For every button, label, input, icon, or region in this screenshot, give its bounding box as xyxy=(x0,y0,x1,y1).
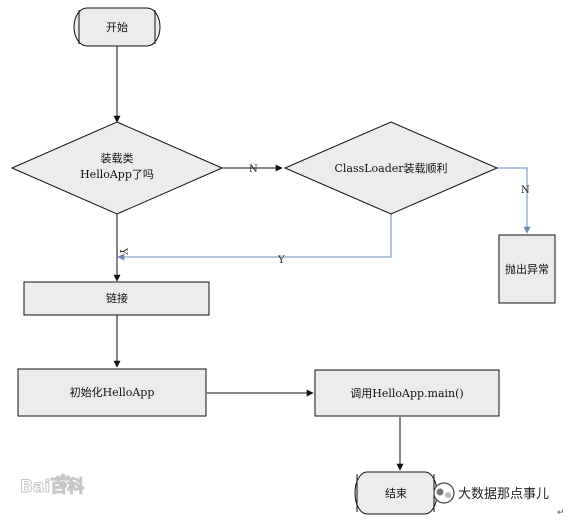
wechat-watermark-text: 大数据那点事儿 xyxy=(458,487,549,502)
baidu-paw-icon xyxy=(55,473,71,489)
node-decision-classloader-label: ClassLoader装载顺利 xyxy=(334,162,447,175)
node-link-label: 链接 xyxy=(106,291,128,305)
node-end-label: 结束 xyxy=(385,487,407,500)
return-mark: ↵ xyxy=(557,508,565,518)
edge-label-y2: Y xyxy=(277,255,285,266)
edge-label-n1: N xyxy=(249,164,258,175)
node-decision-loaded-line2: HelloApp了吗 xyxy=(80,168,154,181)
edge-label-y1: Y xyxy=(117,247,128,255)
node-start-label: 开始 xyxy=(106,20,128,34)
wechat-watermark: 大数据那点事儿 ↵ xyxy=(433,482,565,518)
node-init-label: 初始化HelloApp xyxy=(70,385,155,399)
wechat-logo-icon xyxy=(433,482,455,504)
node-init: 初始化HelloApp xyxy=(17,368,207,417)
node-link: 链接 xyxy=(23,281,210,316)
baidu-watermark: Bai百科 xyxy=(20,473,85,498)
node-throw-exception: 抛出异常 xyxy=(498,234,556,304)
node-call-main: 调用HelloApp.main() xyxy=(314,369,500,417)
node-end: 结束 xyxy=(354,471,438,515)
edge-classloader-no xyxy=(497,167,531,234)
edge-classloader-yes xyxy=(117,214,392,261)
node-decision-loaded: 装载类 HelloApp了吗 xyxy=(10,121,224,215)
node-decision-classloader: ClassLoader装载顺利 xyxy=(283,121,499,215)
node-call-main-label: 调用HelloApp.main() xyxy=(350,387,463,400)
node-throw-exception-label: 抛出异常 xyxy=(505,262,549,276)
node-start: 开始 xyxy=(73,7,161,47)
node-decision-loaded-line1: 装载类 xyxy=(101,151,134,165)
edge-label-n2: N xyxy=(521,185,530,196)
baidu-watermark-text: Bai百科 xyxy=(20,476,84,497)
